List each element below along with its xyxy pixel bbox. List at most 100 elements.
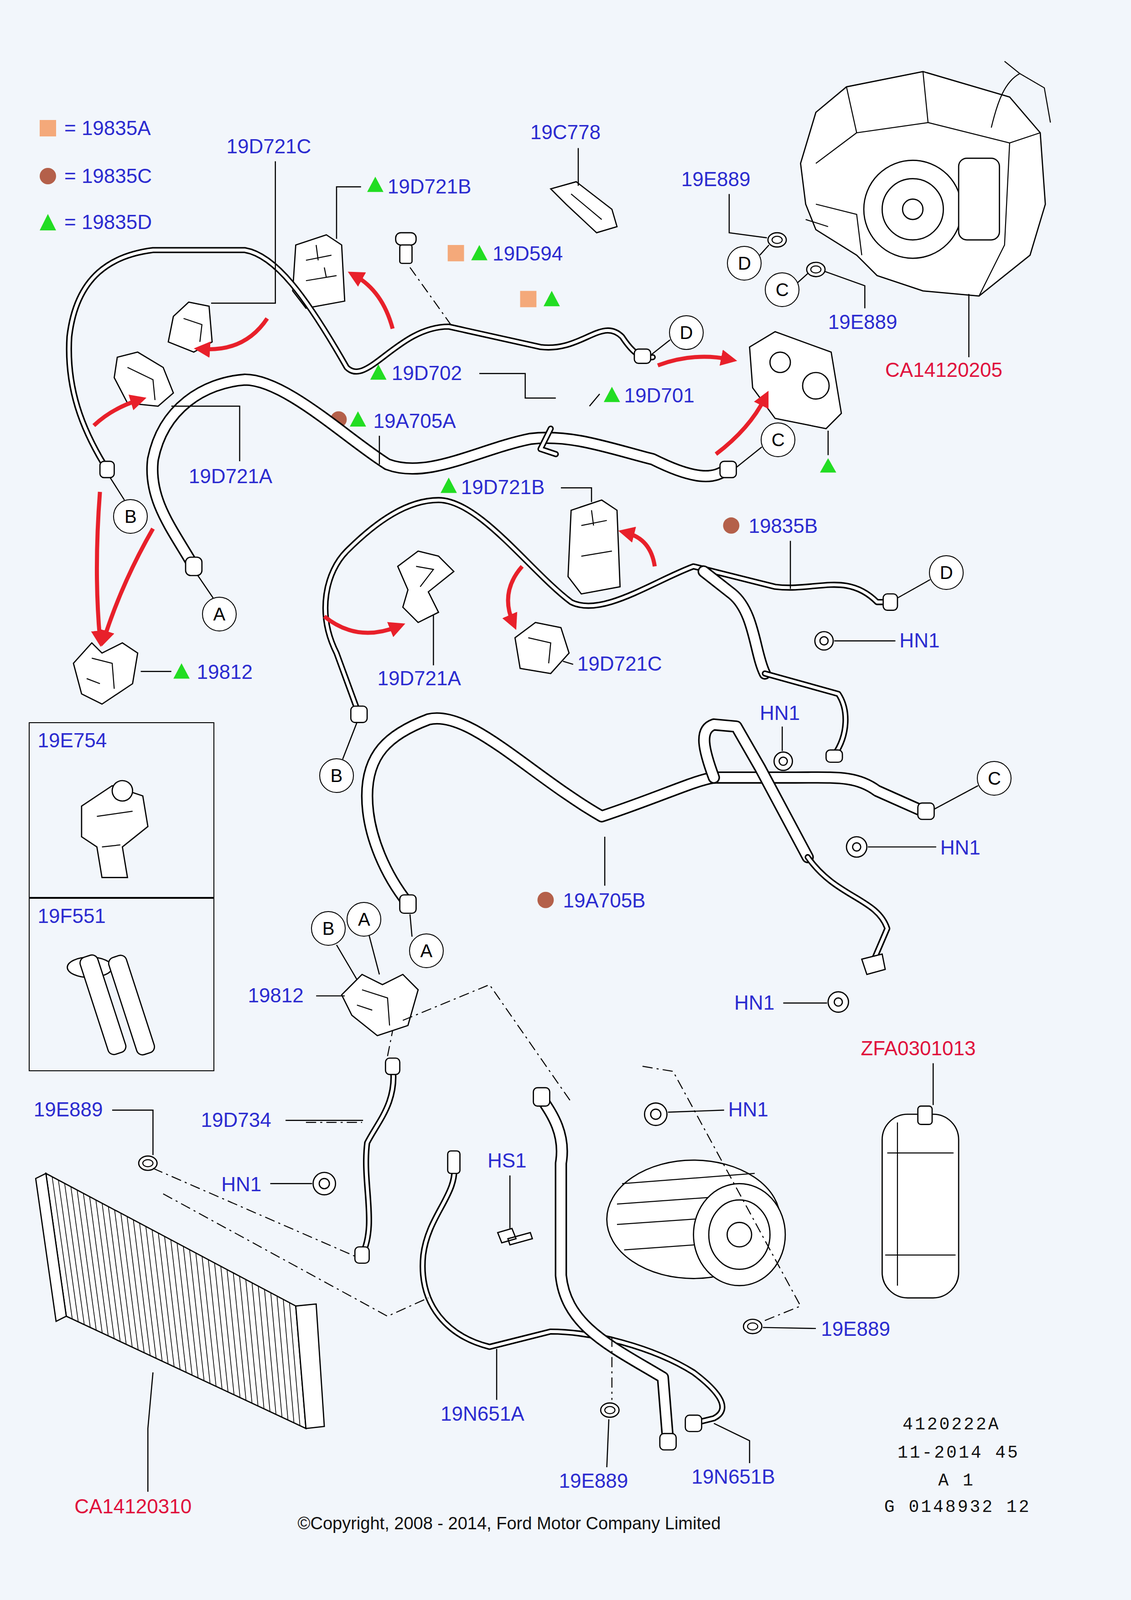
drawing-polygon [819, 457, 837, 473]
condenser-fin [77, 1189, 97, 1330]
node-text: D [939, 563, 954, 582]
condenser-fin [89, 1196, 109, 1336]
drawing-path [715, 397, 765, 454]
drawing-path [577, 148, 579, 187]
drawing-path [81, 785, 148, 877]
drawing-rect [185, 556, 203, 576]
drawing-path [387, 1030, 393, 1056]
drawing-circle [769, 352, 791, 373]
legend-swatch [38, 212, 58, 232]
drawing-path [867, 845, 937, 847]
drawing-rect [720, 461, 737, 478]
part-number: 19812 [195, 660, 255, 683]
drawing-path [581, 509, 613, 556]
drawing-path [397, 550, 454, 623]
drawing-rect [385, 1057, 400, 1074]
drawing-ellipse [747, 1322, 758, 1330]
drawing-path [295, 1303, 325, 1428]
part-number: 19E889 [679, 168, 753, 191]
part-number: HN1 [757, 701, 802, 724]
drawing-circle [863, 160, 962, 259]
drawing-path [336, 186, 362, 239]
connector-circle: D [669, 315, 704, 350]
drawing-ellipse [806, 262, 825, 277]
part-number: 19N651B [689, 1465, 777, 1488]
drawing-path [626, 532, 655, 567]
drawing-path [607, 1418, 609, 1467]
connector-circle: C [976, 760, 1012, 796]
drawing-path [642, 1065, 801, 1321]
drawing-rect [447, 1150, 461, 1173]
drawing-path [357, 989, 390, 1025]
part-number: HN1 [726, 1098, 771, 1121]
drawing-rect [399, 244, 413, 264]
drawing-path [713, 1422, 750, 1463]
drawing-circle [778, 757, 788, 766]
drawing-path [110, 477, 125, 500]
node-text: D [679, 323, 694, 342]
node-text: 19F551 [37, 904, 206, 927]
part-number: 19D721B [385, 175, 473, 198]
part-number: 19812 [245, 984, 306, 1007]
condenser-fin [183, 1245, 198, 1378]
drawing-path [736, 446, 763, 468]
condenser-fin [95, 1199, 115, 1339]
part-number: 19D702 [389, 362, 464, 384]
part-number: 19A705B [560, 889, 648, 912]
drawing-polygon [367, 176, 384, 192]
drawing-path [362, 1065, 394, 1255]
drawing-path [568, 499, 621, 594]
drawing-path [168, 301, 213, 353]
drawing-rect [99, 461, 115, 478]
condenser-fin [239, 1275, 252, 1403]
condenser-fin [70, 1186, 90, 1328]
drawing-path [540, 428, 556, 455]
drawing-path [550, 181, 618, 233]
swatch-shape [39, 119, 57, 137]
drawing-path [704, 724, 808, 857]
condenser-fin [289, 1302, 301, 1425]
drawing-circle [828, 991, 849, 1012]
drawing-path [270, 1182, 313, 1184]
fasteners [138, 631, 867, 1417]
heater-housing [800, 61, 1051, 296]
drawing-path [834, 639, 896, 641]
drawing-circle [313, 1172, 336, 1195]
drawing-ellipse [142, 1159, 153, 1167]
connector-circle: C [760, 422, 796, 457]
legend-text: = 19835C [64, 165, 152, 187]
drawing-path [703, 571, 765, 674]
drawing-rect [634, 348, 651, 364]
node-text: 19E754 [37, 729, 206, 752]
drawing-path [789, 540, 791, 589]
assembly-lines [152, 984, 801, 1400]
condenser-fin [176, 1242, 192, 1375]
drawing-path [815, 71, 1041, 296]
drawing-path [324, 616, 398, 633]
drawing-rect [918, 1105, 933, 1124]
drawing-circle [902, 198, 924, 220]
drawing-path [341, 974, 419, 1036]
part-number: 19D721B [459, 476, 547, 499]
swatch-shape [39, 167, 57, 185]
legend-row: = 19835C [38, 165, 152, 187]
condenser [35, 1172, 325, 1428]
part-number: 19D594 [490, 242, 565, 265]
condenser-fin [233, 1272, 247, 1401]
drawing-path [932, 1062, 934, 1105]
drawing-path [152, 379, 727, 566]
node-text: B [124, 507, 137, 526]
connector-circle: A [409, 933, 444, 968]
condenser-fin [220, 1265, 234, 1395]
drawing-path [409, 913, 412, 937]
drawing-path [807, 856, 888, 965]
drawing-path [112, 1109, 153, 1155]
drawing-ellipse [743, 1318, 762, 1334]
drawing-path [306, 1121, 363, 1123]
drawing-path [509, 1174, 511, 1228]
node-text: D [737, 254, 752, 273]
node-text: A [357, 909, 371, 929]
drawing-rect [519, 290, 537, 308]
drawing-path [152, 379, 727, 566]
